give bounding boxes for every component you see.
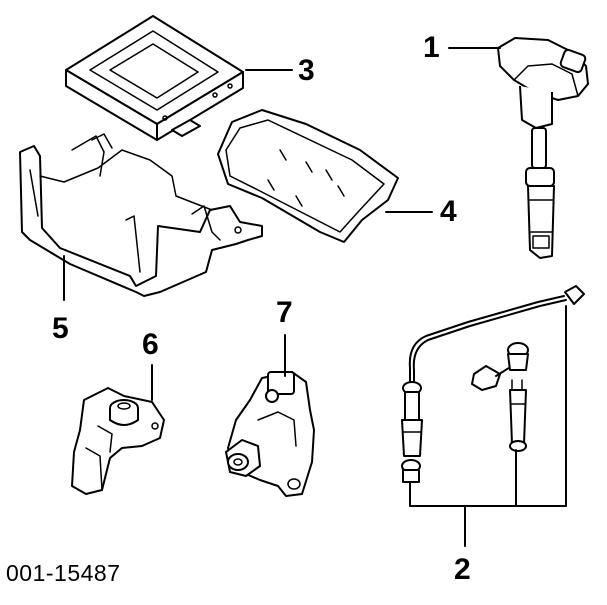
callout-5: 5 [52,312,69,345]
callout-3: 3 [298,54,315,87]
part-3-control-module-illustration [65,15,244,141]
callout-4: 4 [440,195,457,228]
part-2-spark-plug-wires-illustration [401,285,585,507]
document-number: 001-15487 [6,560,121,586]
part-4-shield-illustration [217,109,399,243]
part-7-valve-illustration [225,371,315,497]
part-1-ignition-coil-illustration [497,37,589,259]
callout-2: 2 [454,553,471,586]
callout-6: 6 [142,328,159,361]
part-6-sensor-illustration [71,387,165,495]
callout-1: 1 [423,31,440,64]
callout-7: 7 [276,296,293,329]
part-5-bracket-illustration [19,133,263,297]
